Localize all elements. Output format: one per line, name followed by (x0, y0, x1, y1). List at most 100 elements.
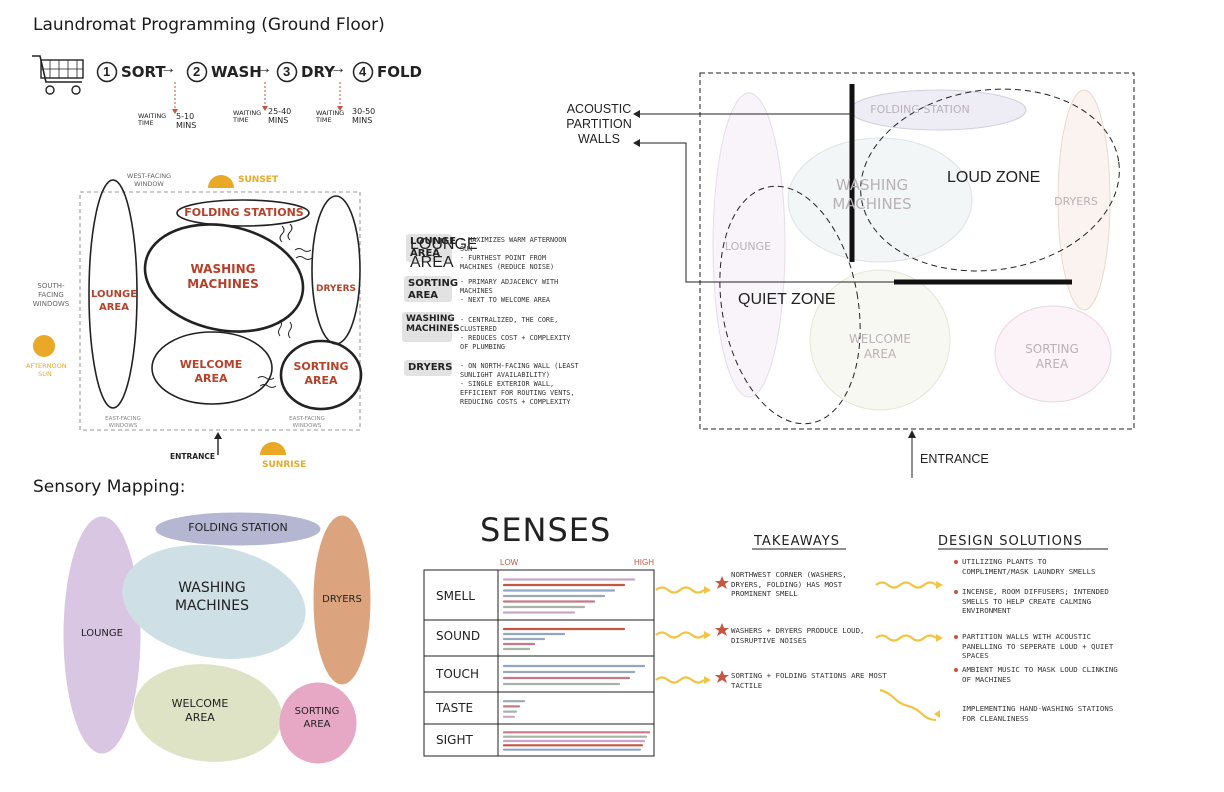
sketch-lounge-area: LOUNGE AREA (91, 289, 138, 313)
map-lounge-label: LOUNGE (81, 628, 123, 639)
sunrise-label: SUNRISE (262, 460, 307, 470)
acoustic-line: PARTITION (566, 117, 632, 131)
senses-title: SENSES (480, 511, 612, 549)
acoustic-line: ACOUSTIC (566, 102, 632, 116)
plan-washing-label: WASHING MACHINES (832, 176, 912, 213)
note-sorting-line2: - NEXT TO WELCOME AREA (460, 296, 551, 304)
arrow-icon: → (330, 60, 346, 77)
sense-row-label: SMELL (436, 589, 475, 603)
quiet-zone-label: QUIET ZONE (738, 291, 836, 308)
sketch-folding-stations: FOLDING STATIONS (184, 206, 304, 219)
step-fold: 4 FOLD (352, 61, 422, 83)
step-number: 2 (193, 64, 201, 79)
map-folding-label: FOLDING STATION (188, 521, 288, 534)
step-number-icon (352, 61, 374, 83)
east-windows-label: EAST-FACING WINDOWS (105, 416, 141, 429)
takeaway-item: WASHERS + DRYERS PRODUCE LOUD, DISRUPTIV… (731, 626, 865, 645)
note-dryers-line1: - ON NORTH-FACING WALL (LEAST SUNLIGHT A… (460, 362, 579, 380)
map-zone-washing (122, 545, 306, 659)
step-label: SORT (121, 63, 166, 81)
wait-label: WAITING TIME (316, 109, 345, 125)
map-zone-sorting (279, 682, 357, 764)
note-washing-line2: - REDUCES COST + COMPLEXITY OF PLUMBING (460, 334, 571, 352)
step-sort: 1 SORT (96, 61, 166, 83)
takeaway-item: SORTING + FOLDING STATIONS ARE MOST TACT… (731, 671, 887, 690)
loud-zone-label: LOUD ZONE (947, 169, 1041, 186)
programming-title: Laundromat Programming (Ground Floor) (33, 15, 385, 35)
laundry-cart-icon (32, 55, 84, 95)
step-label: WASH (211, 63, 262, 81)
note-dryers-line2: - SINGLE EXTERIOR WALL, EFFICIENT FOR RO… (460, 380, 575, 407)
wait-value: 25-40 MINS (268, 107, 292, 125)
step-label: DRY (301, 63, 336, 81)
high-label: HIGH (634, 558, 654, 567)
map-washing-label: WASHING MACHINES (174, 580, 250, 614)
sketch-welcome-area: WELCOME AREA (179, 358, 243, 385)
sense-row-label: TOUCH (436, 667, 479, 681)
note-washing-line1: - CENTRALIZED, THE CORE, CLUSTERED (460, 316, 559, 334)
plan-sorting-label: SORTING AREA (1025, 342, 1079, 371)
wait-value: 30-50 MINS (352, 107, 376, 125)
sunset-label: SUNSET (238, 175, 279, 185)
acoustic-line: WALLS (578, 132, 620, 146)
solution-item: INCENSE, ROOM DIFFUSERS; INTENDED SMELLS… (962, 587, 1109, 616)
sense-row-label: TASTE (436, 701, 474, 715)
design-solutions-title: DESIGN SOLUTIONS (938, 534, 1083, 549)
note-head: DRYERS (408, 362, 453, 373)
sketch-washing-machines: WASHING MACHINES (187, 262, 259, 291)
arrow-icon: → (256, 60, 272, 77)
solution-item: AMBIENT MUSIC TO MASK LOUD CLINKING OF M… (962, 665, 1118, 684)
note-lounge-line2: - FURTHEST POINT FROM MACHINES (REDUCE N… (460, 254, 555, 272)
note-head: LOUNGE AREA (410, 236, 457, 259)
arrow-icon: → (160, 60, 176, 77)
solution-item: PARTITION WALLS WITH ACOUSTIC PANELLING … (962, 632, 1114, 661)
wait-label: WAITING TIME (138, 112, 167, 128)
wait-value: 5-10 MINS (176, 112, 197, 130)
step-number-icon (186, 61, 208, 83)
plan-entrance-label: ENTRANCE (920, 452, 989, 466)
acoustic-label: ACOUSTIC PARTITION WALLS (560, 102, 638, 147)
plan-lounge-label: LOUNGE (724, 240, 772, 253)
map-zone-lounge (63, 516, 141, 754)
step-number: 1 (103, 64, 111, 79)
step-wash: 2 WASH (186, 61, 262, 83)
map-dryers-label: DRYERS (322, 594, 362, 605)
west-window-label: WEST-FACING WINDOW (126, 172, 172, 189)
map-sorting-label: SORTING AREA (294, 706, 340, 730)
sensory-mapping-title: Sensory Mapping: (33, 477, 186, 497)
sense-row-label: SOUND (436, 629, 481, 643)
sketch-entrance-label: ENTRANCE (170, 452, 215, 461)
note-sorting-line1: - PRIMARY ADJACENCY WITH MACHINES (460, 278, 559, 296)
solution-item: UTILIZING PLANTS TO COMPLIMENT/MASK LAUN… (962, 557, 1096, 576)
map-zone-dryers (313, 515, 371, 685)
step-number-icon (96, 61, 118, 83)
map-zone-folding (155, 512, 321, 546)
map-welcome-label: WELCOME AREA (171, 697, 229, 724)
east-windows-label: EAST-FACING WINDOWS (289, 416, 325, 429)
step-number: 4 (359, 64, 367, 79)
solution-item: IMPLEMENTING HAND-WASHING STATIONS FOR C… (962, 704, 1114, 723)
plan-welcome-label: WELCOME AREA (849, 332, 911, 361)
step-label: FOLD (377, 63, 423, 81)
step-number-icon (276, 61, 298, 83)
plan-folding-label: FOLDING STATION (870, 103, 970, 116)
takeaway-item: NORTHWEST CORNER (WASHERS, DRYERS, FOLDI… (731, 570, 847, 599)
takeaways-title: TAKEAWAYS (754, 534, 840, 549)
note-head: SORTING AREA (408, 278, 459, 301)
wait-label: WAITING TIME (233, 109, 262, 125)
plan-dryers-label: DRYERS (1054, 195, 1098, 208)
south-windows-label: SOUTH-FACING WINDOWS (32, 282, 70, 308)
low-label: LOW (500, 558, 519, 567)
sketch-dryers: DRYERS (316, 284, 356, 294)
afternoon-sun-label: AFTERNOON SUN (26, 362, 67, 379)
note-head: WASHING MACHINES (406, 314, 460, 335)
note-lounge-line1: - MAXIMIZES WARM AFTERNOON SUN (460, 236, 567, 254)
sense-row-label: SIGHT (436, 733, 473, 747)
